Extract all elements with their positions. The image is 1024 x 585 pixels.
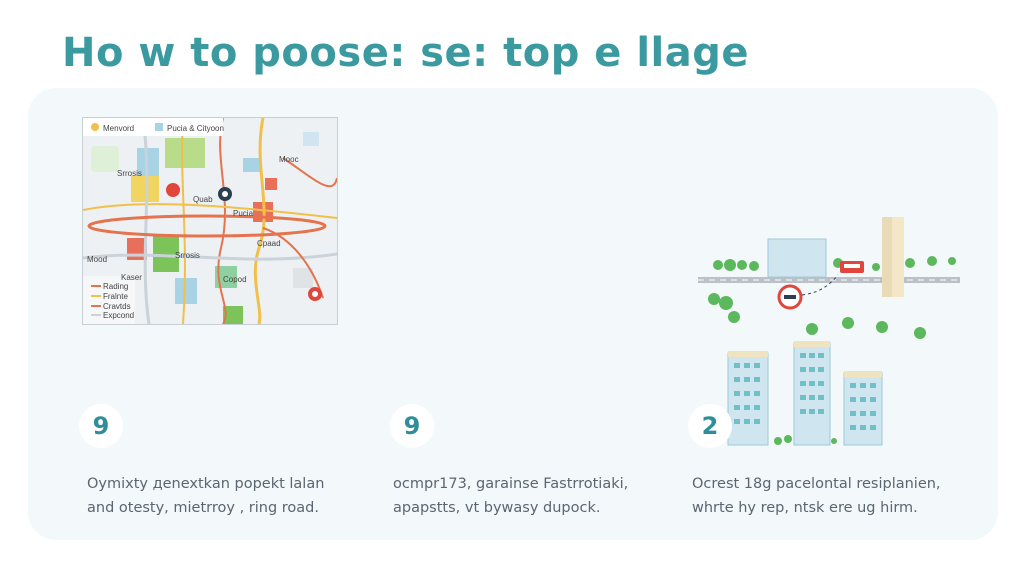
step-3-line-2: whrte hy rep, ntsk ere ug hirm. xyxy=(692,500,918,516)
map-label: Mooc xyxy=(279,155,299,164)
step-2-line-2: apapstts, vt bywasy dupock. xyxy=(393,500,601,516)
map-key-item: Cravtds xyxy=(103,302,131,311)
map-label: Srrosis xyxy=(175,251,200,260)
step-number-2: 9 xyxy=(390,404,434,448)
map-key-item: Rading xyxy=(103,282,128,291)
step-number-1: 9 xyxy=(79,404,123,448)
map-label: Copod xyxy=(223,275,247,284)
map-key-item: Expcond xyxy=(103,311,134,320)
step-1-line-1: Oymixty деnextkan popekt lalan xyxy=(87,476,325,492)
step-3-line-1: Ocrest 18g pacelontal resiplanien, xyxy=(692,476,941,492)
step-number-3: 2 xyxy=(688,404,732,448)
step-description-2: ocmpr173, garainse Fastrrotiaki, apapstt… xyxy=(393,472,628,520)
city-skyline-illustration xyxy=(696,205,966,455)
step-2-line-1: ocmpr173, garainse Fastrrotiaki, xyxy=(393,476,629,492)
map-legend-title-1: Menvord xyxy=(103,124,134,133)
map-label: Kaser xyxy=(121,273,142,282)
map-label: Cpaad xyxy=(257,239,281,248)
page-title: Ho w to poose: se: top e llage xyxy=(62,30,749,76)
map-label: Quab xyxy=(193,195,213,204)
map-label: Mood xyxy=(87,255,107,264)
step-description-1: Oymixty деnextkan popekt lalan and otest… xyxy=(87,472,324,520)
step-1-line-2: and otesty, mietrroy , ring road. xyxy=(87,500,319,516)
map-label: Srrosis xyxy=(117,169,142,178)
step-description-3: Ocrest 18g pacelontal resiplanien, whrte… xyxy=(692,472,941,520)
map-label: Pucia xyxy=(233,209,254,218)
map-legend-title-2: Pucia & Cityoon xyxy=(167,124,224,133)
map-key-item: Fralnte xyxy=(103,292,128,301)
city-map-illustration: Menvord Pucia & Cityoon Srrosis Quab Puc… xyxy=(82,117,338,325)
